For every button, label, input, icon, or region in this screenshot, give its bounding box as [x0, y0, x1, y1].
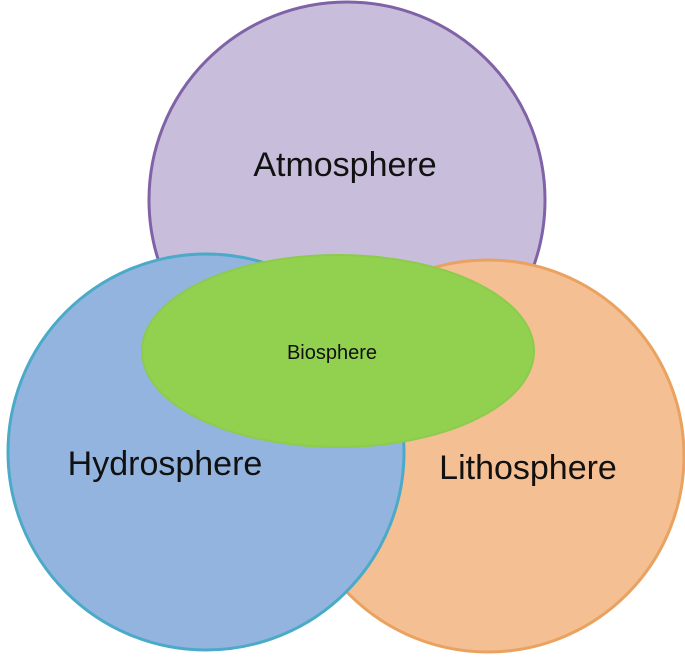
biosphere-ellipse: [141, 254, 535, 448]
hydrosphere-label: Hydrosphere: [68, 445, 263, 483]
lithosphere-label: Lithosphere: [439, 449, 617, 487]
biosphere-label: Biosphere: [287, 342, 377, 364]
atmosphere-label: Atmosphere: [253, 146, 436, 184]
